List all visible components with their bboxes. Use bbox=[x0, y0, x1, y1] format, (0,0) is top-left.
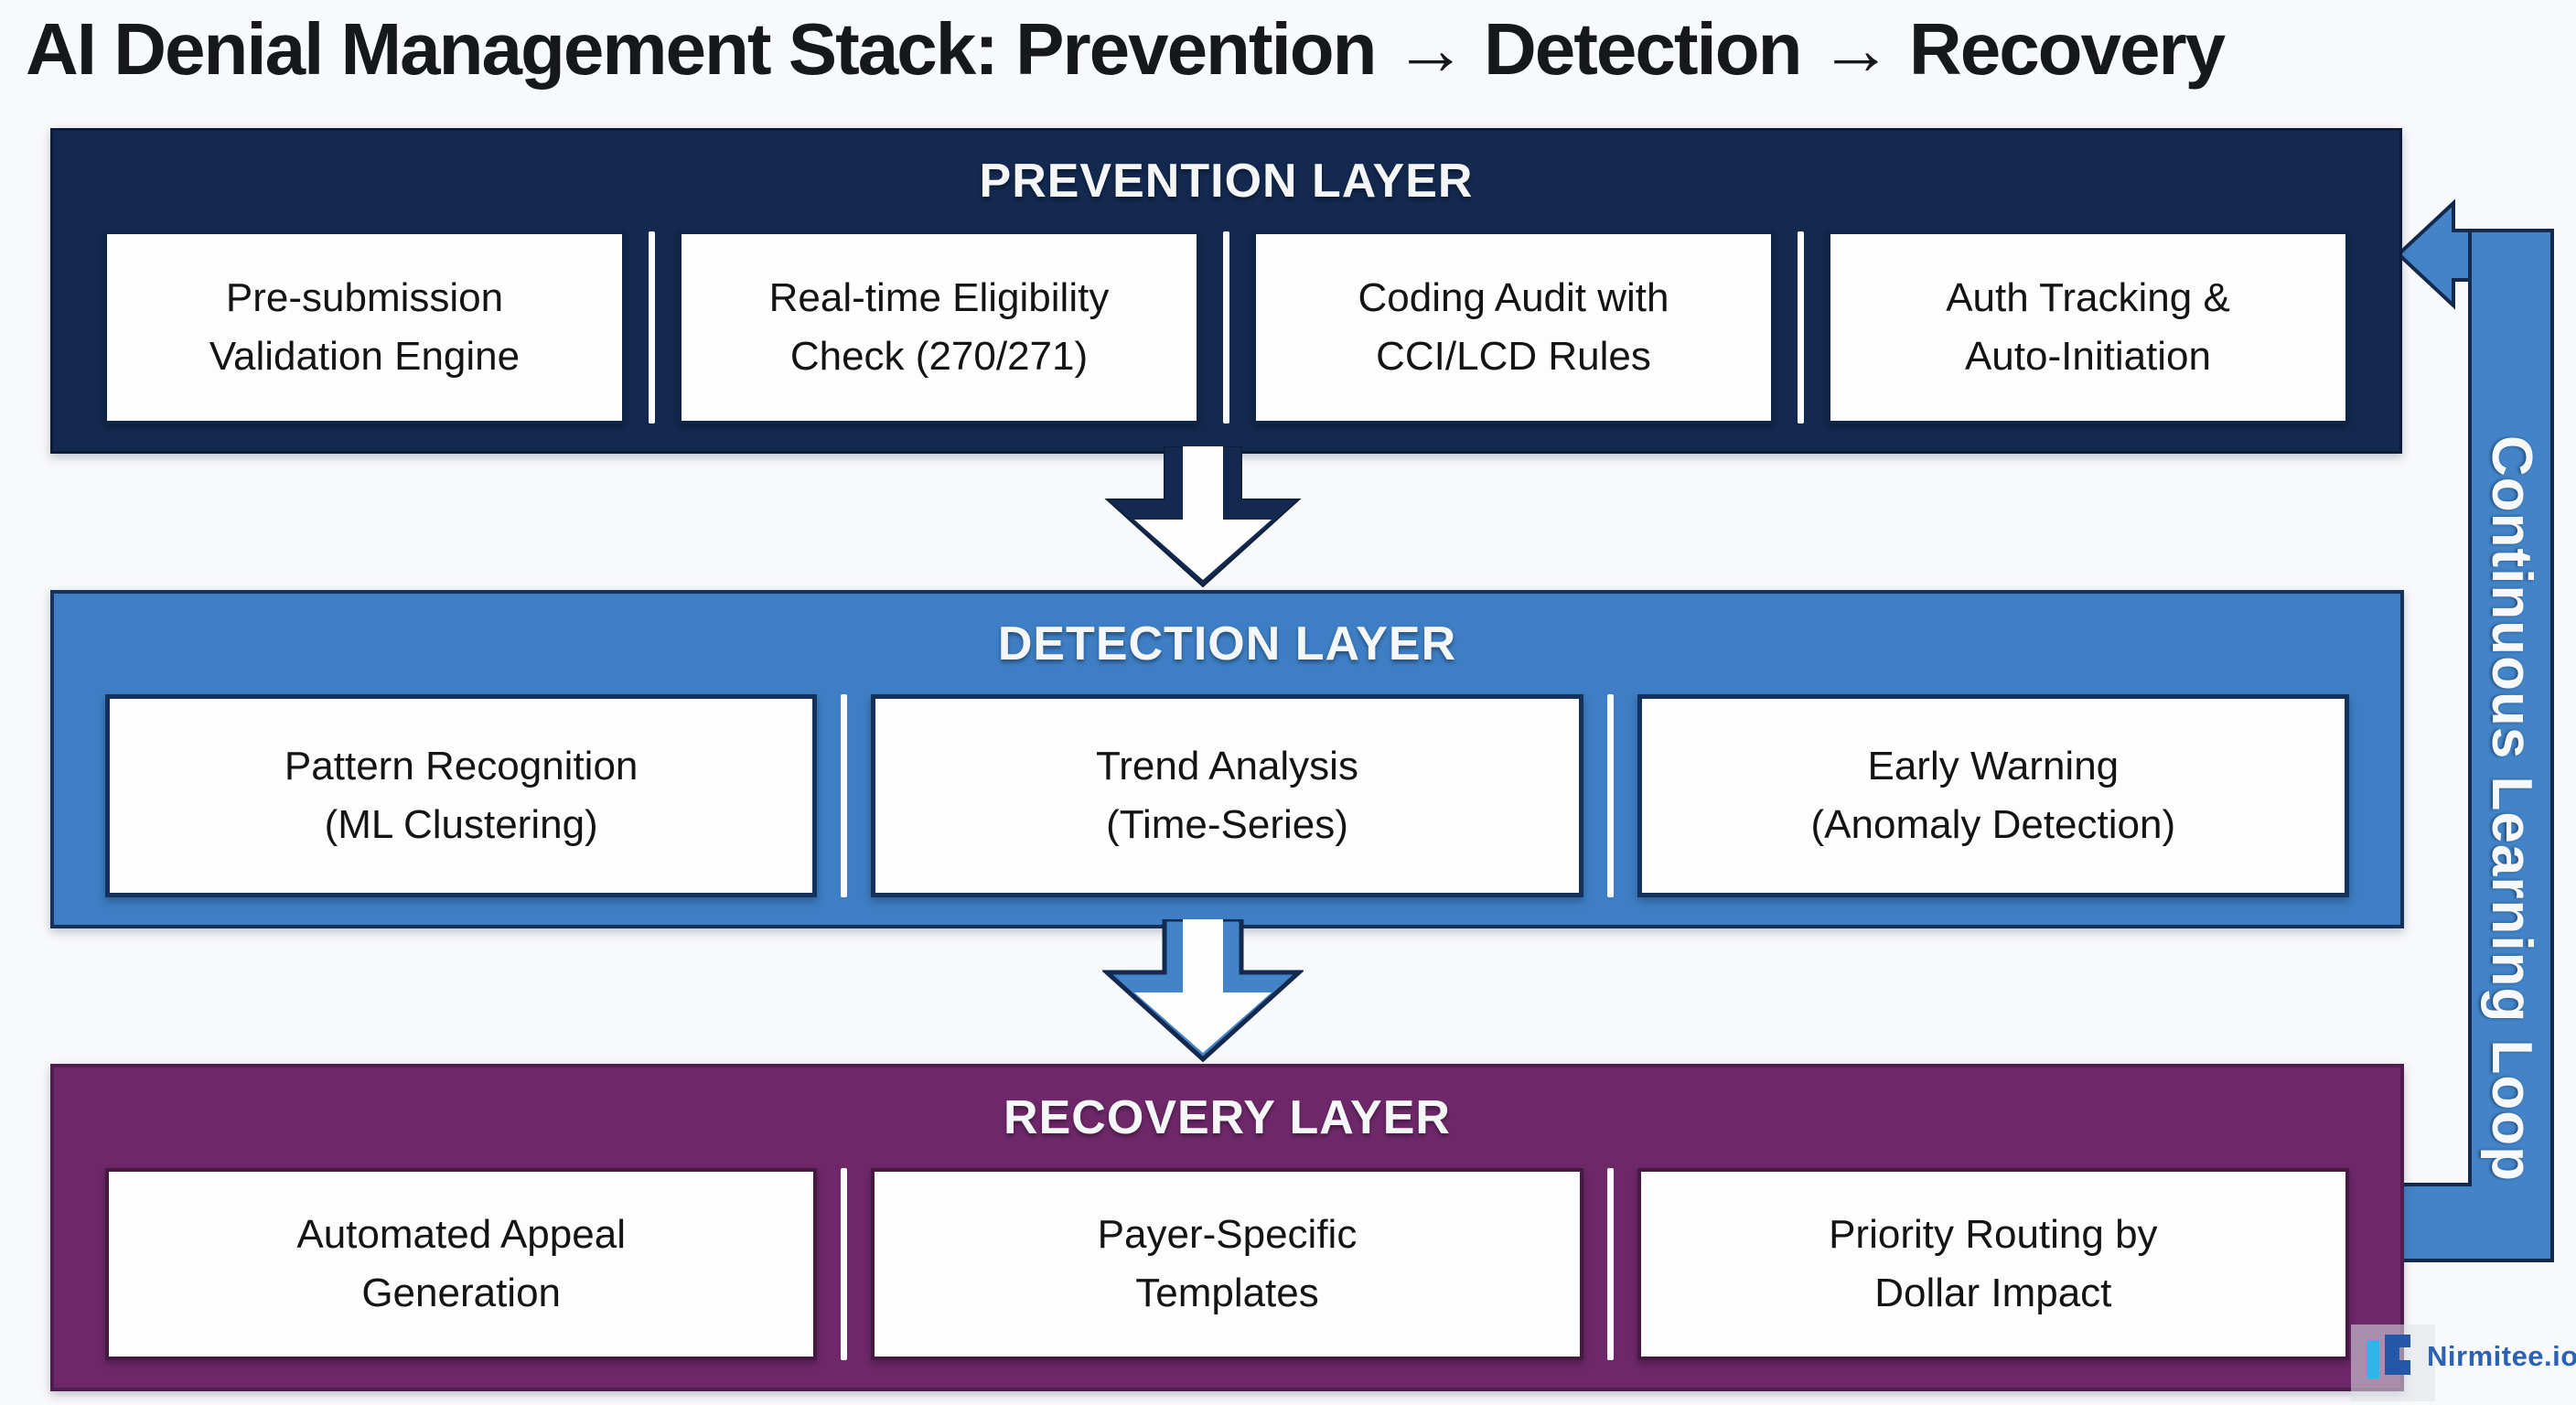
down-arrow-icon bbox=[1102, 919, 1304, 1063]
recovery-item-appeal-generation: Automated Appeal Generation bbox=[105, 1168, 818, 1360]
prevention-item-auth-tracking: Auth Tracking & Auto-Initiation bbox=[1828, 231, 2348, 424]
recovery-item-priority-routing: Priority Routing by Dollar Impact bbox=[1637, 1168, 2349, 1360]
box-divider bbox=[1606, 1168, 1614, 1360]
prevention-item-coding-audit: Coding Audit with CCI/LCD Rules bbox=[1253, 231, 1774, 424]
detection-item-early-warning: Early Warning (Anomaly Detection) bbox=[1637, 694, 2349, 897]
prevention-box-row: Pre-submission Validation Engine Real-ti… bbox=[53, 231, 2399, 451]
detection-item-trend-analysis: Trend Analysis (Time-Series) bbox=[871, 694, 1583, 897]
box-divider bbox=[649, 231, 655, 424]
box-divider bbox=[1606, 694, 1614, 897]
detection-item-pattern-recognition: Pattern Recognition (ML Clustering) bbox=[105, 694, 818, 897]
recovery-layer: RECOVERY LAYER Automated Appeal Generati… bbox=[50, 1064, 2404, 1391]
box-divider bbox=[841, 694, 848, 897]
box-divider bbox=[1798, 231, 1804, 424]
box-divider bbox=[841, 1168, 848, 1360]
recovery-layer-title: RECOVERY LAYER bbox=[1004, 1091, 1451, 1144]
recovery-box-row: Automated Appeal Generation Payer-Specif… bbox=[54, 1168, 2400, 1388]
prevention-layer: PREVENTION LAYER Pre-submission Validati… bbox=[50, 128, 2402, 454]
nirmitee-logo-icon bbox=[2367, 1335, 2410, 1378]
page-title: AI Denial Management Stack: Prevention →… bbox=[26, 8, 2226, 90]
recovery-item-payer-templates: Payer-Specific Templates bbox=[871, 1168, 1583, 1360]
detection-layer: DETECTION LAYER Pattern Recognition (ML … bbox=[50, 590, 2404, 928]
brand-name: Nirmitee.io bbox=[2427, 1340, 2576, 1372]
brand-watermark: Nirmitee.io bbox=[2365, 1331, 2576, 1382]
detection-box-row: Pattern Recognition (ML Clustering) Tren… bbox=[54, 694, 2400, 925]
prevention-item-validation-engine: Pre-submission Validation Engine bbox=[104, 231, 625, 424]
prevention-layer-title: PREVENTION LAYER bbox=[979, 155, 1474, 208]
down-arrow-icon bbox=[1104, 446, 1302, 588]
box-divider bbox=[1223, 231, 1229, 424]
prevention-item-eligibility-check: Real-time Eligibility Check (270/271) bbox=[679, 231, 1199, 424]
detection-layer-title: DETECTION LAYER bbox=[997, 617, 1457, 670]
